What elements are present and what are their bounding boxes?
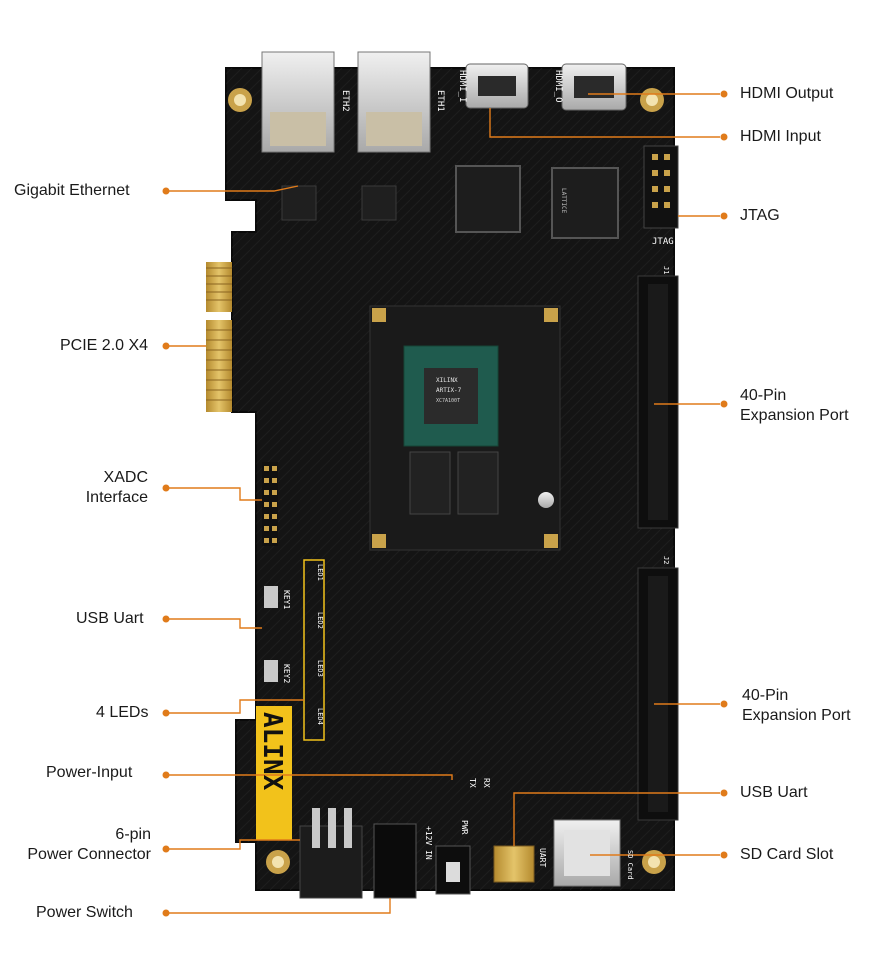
label-expansion-port-2: 40-Pin Expansion Port <box>742 686 851 726</box>
label-hdmi-input: HDMI Input <box>740 128 821 145</box>
key2-button <box>264 660 278 682</box>
fpga-core-module <box>369 305 561 551</box>
label-6pin-line2: Power Connector <box>27 846 151 863</box>
eth2-label: ETH2 <box>340 90 350 112</box>
mounting-holes <box>228 88 666 874</box>
sd-card-silkscreen: SD Card <box>626 850 634 880</box>
hdmi-o-label: HDMI_O <box>553 70 563 103</box>
label-exp2-line1: 40-Pin <box>742 687 789 704</box>
power-switch <box>435 845 471 895</box>
label-power-input: Power-Input <box>46 764 133 781</box>
led1-label: LED1 <box>316 564 324 581</box>
ethernet-ports <box>261 51 431 221</box>
key1-label: KEY1 <box>282 590 291 609</box>
brand-strip <box>256 706 292 840</box>
led4-label: LED4 <box>316 708 324 725</box>
rx-label: RX <box>482 778 491 788</box>
key1-button <box>264 586 278 608</box>
hdmi-connectors <box>465 63 627 111</box>
label-exp2-line2: Expansion Port <box>742 707 851 724</box>
lattice-chip <box>551 167 619 239</box>
label-xadc: XADC Interface <box>74 468 148 508</box>
key2-label: KEY2 <box>282 664 291 683</box>
label-4-leds: 4 LEDs <box>96 704 149 721</box>
brand-logo: ALINX <box>257 712 287 791</box>
label-sd-card-slot: SD Card Slot <box>740 846 834 863</box>
label-pcie: PCIE 2.0 X4 <box>60 337 149 354</box>
chip-brand: XILINX <box>436 377 458 384</box>
mini-usb-port <box>493 845 535 883</box>
tx-label: TX <box>468 778 477 788</box>
fpga-model: XC7A100T <box>436 398 460 404</box>
hdmi-i-label: HDMI_I <box>457 70 467 103</box>
expansion-header-j1 <box>637 275 679 529</box>
label-usb-uart-left: USB Uart <box>76 610 144 627</box>
callout-dots <box>162 90 728 917</box>
xadc-header <box>262 462 278 546</box>
label-power-switch: Power Switch <box>36 904 133 921</box>
led-strip <box>303 559 325 741</box>
label-xadc-line2: Interface <box>85 489 148 506</box>
ethernet-phy-chip <box>455 165 521 233</box>
eth1-label: ETH1 <box>435 90 445 112</box>
uart-label: UART <box>538 848 547 867</box>
callout-lines <box>166 93 720 914</box>
j1-label: J1 <box>662 266 670 274</box>
chip-family: ARTIX-7 <box>436 387 462 394</box>
led3-label: LED3 <box>316 660 324 677</box>
label-usb-uart-right: USB Uart <box>740 784 808 801</box>
label-xadc-line1: XADC <box>103 469 148 486</box>
board-silkscreen: ETH2 ETH1 HDMI_I HDMI_O JTAG XILINX ARTI… <box>257 70 674 880</box>
lattice-label: LATTICE <box>560 188 567 214</box>
label-exp1-line1: 40-Pin <box>740 387 787 404</box>
power-in-label: +12V IN <box>424 826 433 860</box>
label-6pin-power: 6-pin Power Connector <box>6 825 151 865</box>
jtag-header <box>643 145 679 229</box>
dc-barrel-jack <box>373 823 417 899</box>
label-gigabit-ethernet: Gigabit Ethernet <box>14 182 130 199</box>
label-hdmi-output: HDMI Output <box>740 85 834 102</box>
j2-label: J2 <box>662 556 670 564</box>
expansion-header-j2 <box>637 567 679 821</box>
jtag-silkscreen: JTAG <box>652 237 674 247</box>
six-pin-power-connector <box>299 808 363 899</box>
pcie-gold-fingers <box>206 262 232 412</box>
led2-label: LED2 <box>316 612 324 629</box>
pwr-label: PWR <box>460 820 469 835</box>
label-6pin-line1: 6-pin <box>115 826 151 843</box>
label-expansion-port-1: 40-Pin Expansion Port <box>740 386 849 426</box>
label-exp1-line2: Expansion Port <box>740 407 849 424</box>
label-jtag: JTAG <box>740 207 780 224</box>
